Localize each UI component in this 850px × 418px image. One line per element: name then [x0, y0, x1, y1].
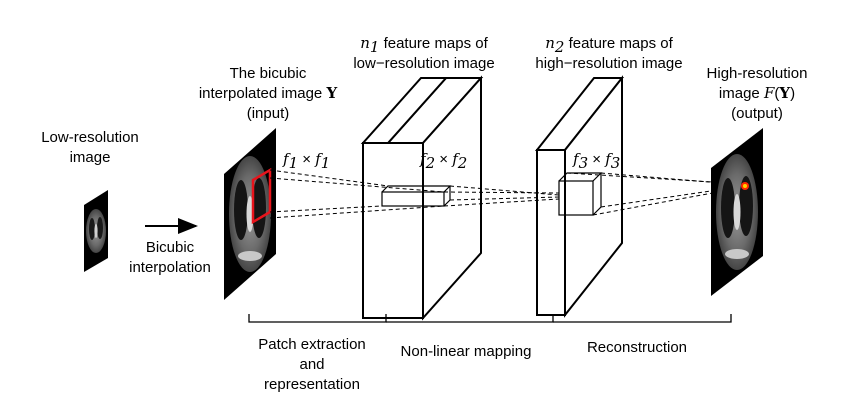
f2-b-sub: 2	[457, 154, 468, 172]
f3-b: f	[604, 150, 613, 168]
f3-a-sub: 3	[579, 154, 589, 172]
n1-label-line2: low−resolution image	[353, 55, 494, 72]
f2-kernel-label: f2 × f2	[419, 150, 467, 172]
stage-patch-line2: and	[299, 356, 324, 373]
stage-reconstruction: Reconstruction	[587, 339, 687, 356]
low-resolution-label: Low-resolution image	[41, 129, 139, 166]
stage-nonlinear: Non-linear mapping	[401, 343, 532, 360]
n1-sub: 1	[370, 38, 380, 56]
f3-a: f	[572, 150, 581, 168]
high-resolution-label: High-resolution image F(Y) (output)	[707, 65, 808, 122]
n2-label-text: feature maps of	[564, 35, 673, 52]
svg-text:n1 feature maps of: n1 feature maps of	[360, 34, 488, 56]
f2-b: f	[451, 150, 460, 168]
n1-symbol: n	[360, 34, 370, 52]
low-res-label-line1: Low-resolution	[41, 129, 139, 146]
high-resolution-output-image	[711, 128, 763, 296]
f1-a-sub: 1	[289, 154, 299, 172]
n2-feature-maps-label: n2 feature maps of high−resolution image	[535, 34, 682, 72]
hr-label-line3: (output)	[731, 105, 783, 122]
n1-label-text: feature maps of	[379, 35, 488, 52]
svg-text:n2 feature maps of: n2 feature maps of	[545, 34, 673, 56]
low-res-label-line2: image	[70, 149, 111, 166]
f3-b-sub: 3	[611, 154, 621, 172]
low-resolution-image	[84, 190, 108, 272]
hr-label-line1: High-resolution	[707, 65, 808, 82]
f3-times: ×	[588, 151, 605, 168]
f2-times: ×	[435, 151, 452, 168]
bicubic-label-line1: Bicubic	[146, 239, 195, 256]
hr-label-F: F	[763, 84, 775, 102]
interpolated-input-image	[224, 128, 276, 300]
svg-text:image F(Y): image F(Y)	[719, 84, 795, 102]
f3-kernel-label: f3 × f3	[572, 150, 620, 172]
hr-label-Y: Y	[778, 84, 790, 102]
n2-label-line2: high−resolution image	[535, 55, 682, 72]
hr-label-close-paren: )	[790, 85, 795, 102]
interp-label-line2-text: interpolated image	[199, 85, 327, 102]
interp-label-line3: (input)	[247, 105, 290, 122]
svg-text:f3 × f3: f3 × f3	[572, 150, 620, 172]
bicubic-label-line2: interpolation	[129, 259, 211, 276]
f1-kernel-label: f1 × f1	[282, 150, 330, 172]
f1-b-sub: 1	[321, 154, 331, 172]
stage-labels: Patch extraction and representation Non-…	[258, 336, 687, 393]
projection-lines	[269, 169, 746, 219]
n2-sub: 2	[554, 38, 565, 56]
n2-symbol: n	[545, 34, 555, 52]
n2-feature-block	[534, 75, 625, 318]
bicubic-label: Bicubic interpolation	[129, 239, 211, 276]
svg-text:f1 × f1: f1 × f1	[282, 150, 330, 172]
n1-feature-maps-label: n1 feature maps of low−resolution image	[353, 34, 494, 72]
f1-times: ×	[298, 151, 315, 168]
f2-a-sub: 2	[425, 154, 436, 172]
hr-label-open-paren: (	[774, 85, 779, 102]
f1-a: f	[282, 150, 291, 168]
interpolated-image-label: The bicubic interpolated image Y (input)	[199, 65, 338, 122]
svg-text:interpolated image Y: interpolated image Y	[199, 84, 338, 102]
svg-text:f2 × f2: f2 × f2	[419, 150, 467, 172]
hr-label-line2-text: image	[719, 85, 764, 102]
f2-a: f	[419, 150, 428, 168]
stage-patch-line3: representation	[264, 376, 360, 393]
n1-feature-block	[360, 75, 484, 321]
f1-b: f	[314, 150, 323, 168]
interp-label-line1: The bicubic	[230, 65, 307, 82]
stage-patch-line1: Patch extraction	[258, 336, 366, 353]
interp-label-line2-math: Y	[325, 84, 337, 102]
stage-brackets	[248, 314, 732, 323]
